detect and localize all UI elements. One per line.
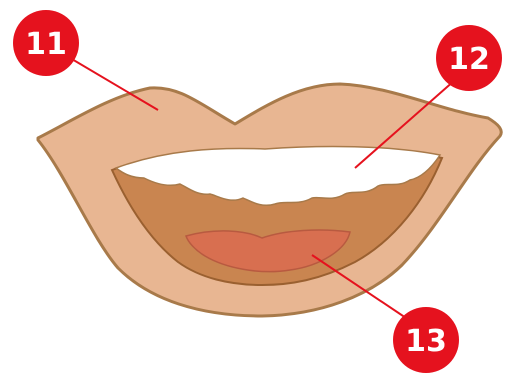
callout-12: 12 bbox=[436, 25, 502, 91]
callout-11: 11 bbox=[13, 10, 79, 76]
callout-13-number: 13 bbox=[405, 324, 447, 359]
callout-11-number: 11 bbox=[25, 27, 67, 62]
callout-13: 13 bbox=[393, 307, 459, 373]
callout-12-number: 12 bbox=[448, 42, 490, 77]
